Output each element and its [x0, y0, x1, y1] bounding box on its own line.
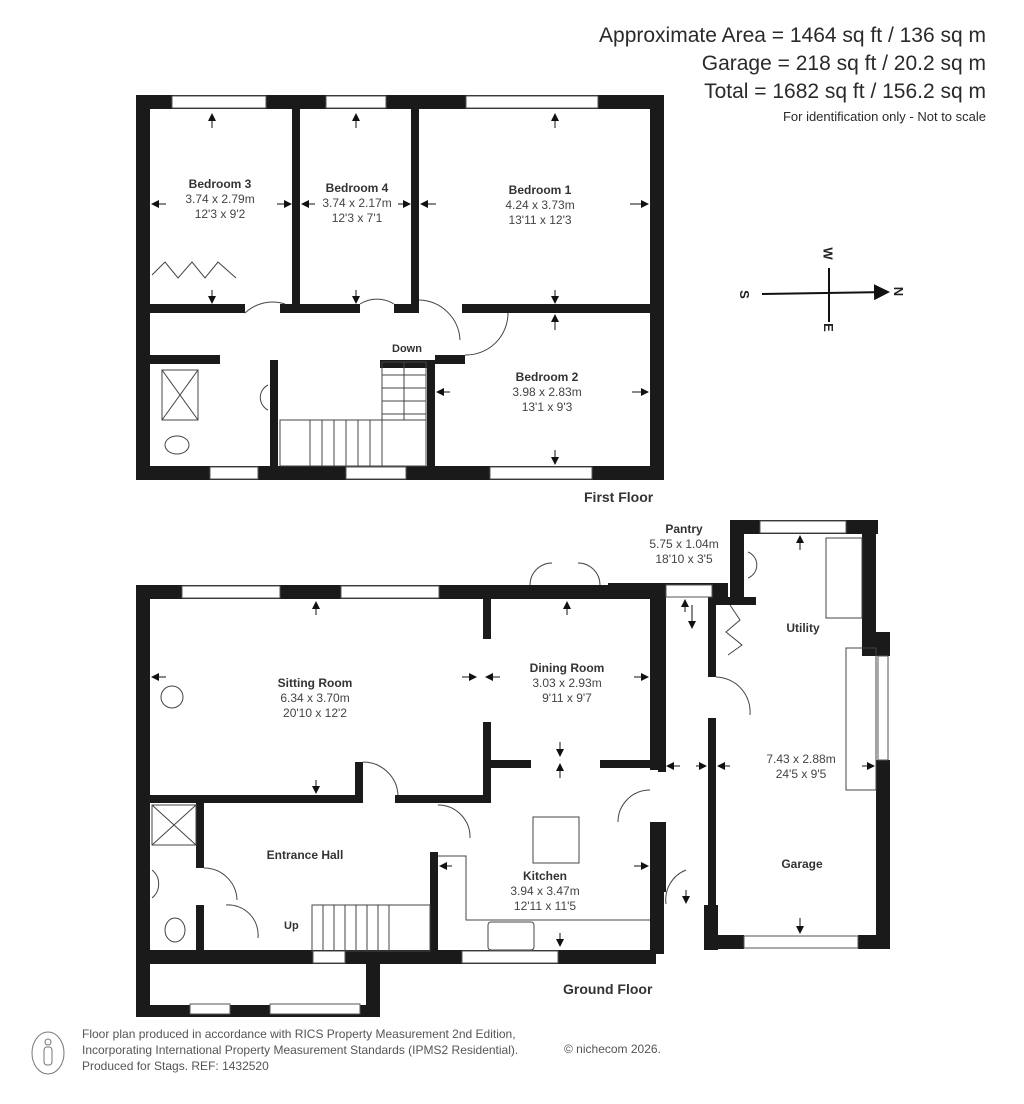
- stairs-down-label: Down: [392, 343, 422, 355]
- compass-rose: [761, 268, 890, 322]
- room-dining-room: Dining Room 3.03 x 2.93m 9'11 x 9'7: [529, 661, 605, 705]
- first-floor-dimension-arrows: [151, 113, 649, 465]
- first-floor-windows: [171, 95, 599, 480]
- room-bedroom-2: Bedroom 2 3.98 x 2.83m 13'1 x 9'3: [512, 370, 582, 414]
- copyright: © nichecom 2026.: [564, 1042, 661, 1056]
- room-sitting-room: Sitting Room 6.34 x 3.70m 20'10 x 12'2: [277, 676, 353, 720]
- scale-note: For identification only - Not to scale: [782, 109, 986, 124]
- room-garage-dimensions: 7.43 x 2.88m 24'5 x 9'5: [766, 752, 836, 781]
- first-floor-title: First Floor: [584, 489, 654, 505]
- total-area: Total = 1682 sq ft / 156.2 sq m: [704, 80, 986, 103]
- footer-notice: Floor plan produced in accordance with R…: [82, 1027, 519, 1073]
- first-floor-walls: [136, 95, 664, 480]
- ground-floor-windows: [181, 520, 889, 1015]
- room-garage: Garage: [781, 857, 823, 871]
- approximate-area: Approximate Area = 1464 sq ft / 136 sq m: [599, 24, 986, 47]
- garage-area: Garage = 218 sq ft / 20.2 sq m: [701, 52, 986, 75]
- compass-west: W: [820, 247, 836, 260]
- stairs-up-label: Up: [284, 920, 299, 932]
- room-bedroom-4: Bedroom 4 3.74 x 2.17m 12'3 x 7'1: [322, 181, 392, 225]
- room-bedroom-1: Bedroom 1 4.24 x 3.73m 13'11 x 12'3: [505, 183, 575, 227]
- first-floor-stairs: [151, 261, 509, 467]
- ground-floor-title: Ground Floor: [563, 981, 653, 997]
- person-icon: [31, 1031, 65, 1075]
- room-kitchen: Kitchen 3.94 x 3.47m 12'11 x 11'5: [510, 869, 580, 913]
- compass-south: S: [736, 290, 752, 299]
- compass-north: N: [891, 286, 907, 297]
- room-pantry: Pantry 5.75 x 1.04m 18'10 x 3'5: [649, 522, 719, 566]
- room-utility: Utility: [786, 621, 820, 635]
- room-entrance-hall: Entrance Hall: [266, 848, 344, 862]
- room-bedroom-3: Bedroom 3 3.74 x 2.79m 12'3 x 9'2: [185, 177, 255, 221]
- ground-floor-dimension-arrows: [151, 535, 875, 947]
- ground-floor-fixtures: [151, 537, 877, 952]
- area-summary: Approximate Area = 1464 sq ft / 136 sq m…: [599, 22, 986, 128]
- compass-east: E: [820, 323, 836, 332]
